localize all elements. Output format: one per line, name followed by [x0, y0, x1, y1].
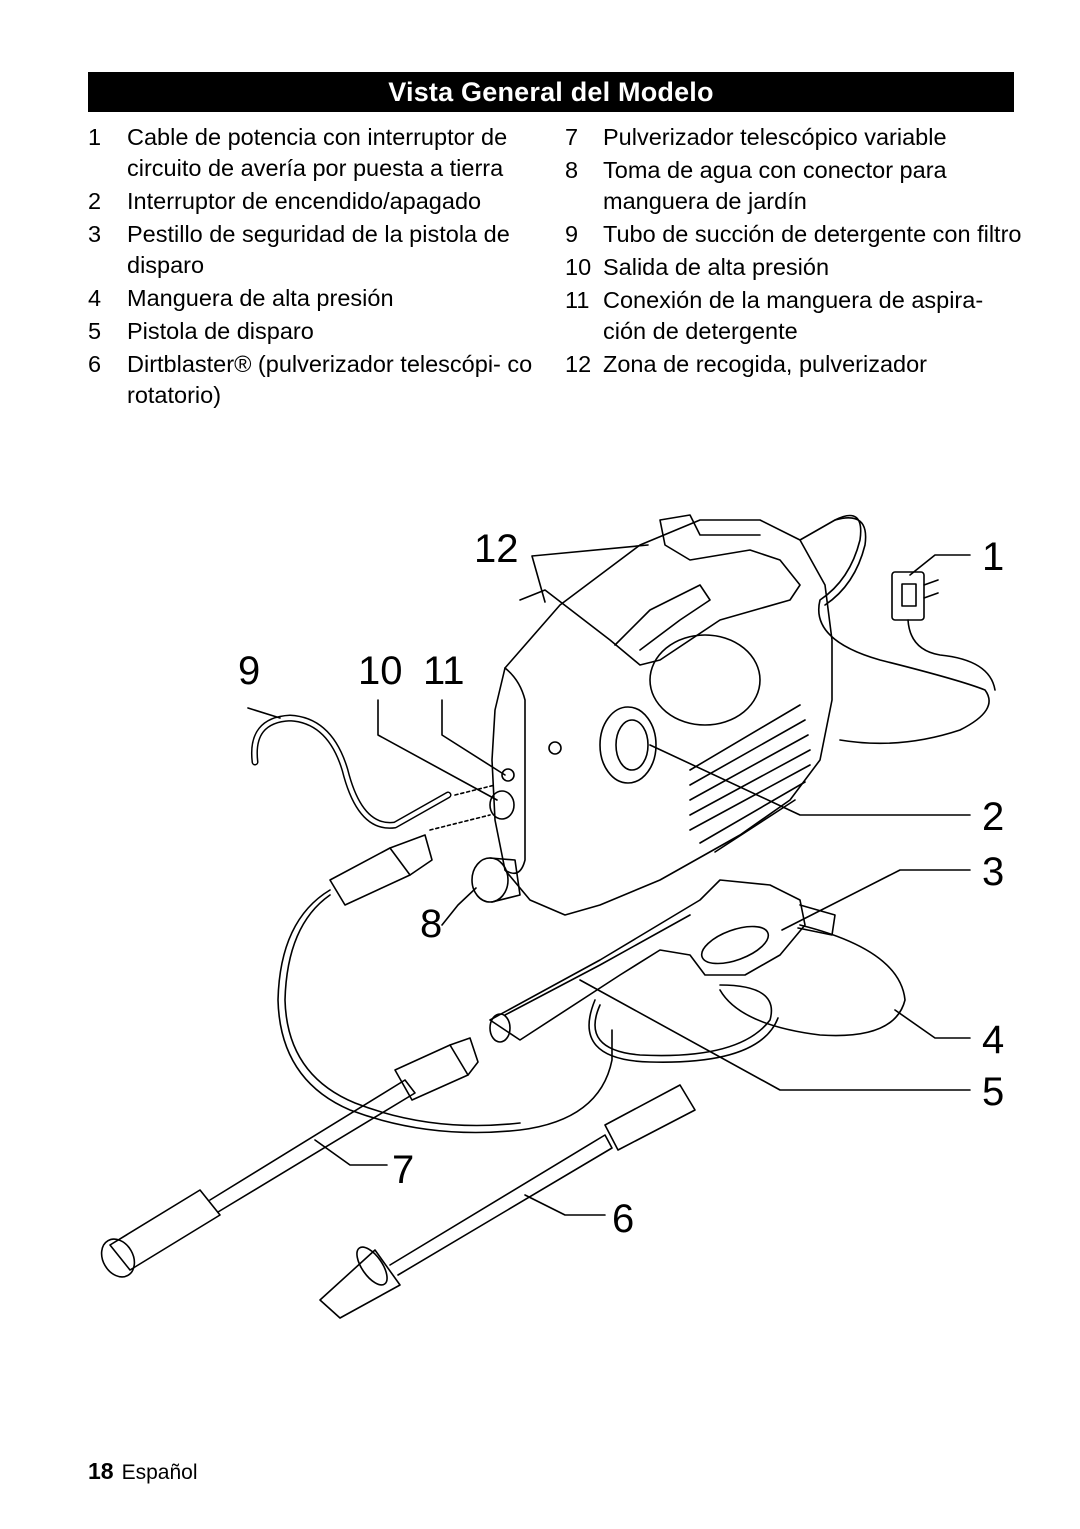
callout-6: 6: [612, 1197, 634, 1241]
leader-line-5: [579, 979, 971, 1091]
list-item: 8 Toma de agua con conector para manguera…: [563, 155, 1023, 217]
gfci-plug: [891, 571, 925, 621]
dirtblaster-nozzle: [319, 1249, 401, 1319]
power-switch: [599, 706, 657, 784]
handle-top: [519, 514, 801, 666]
leader-line-6: [524, 1194, 606, 1216]
item-number: 1: [88, 124, 102, 150]
page-footer: 18 Español: [88, 1458, 197, 1485]
list-item: 4 Manguera de alta presión: [86, 283, 546, 314]
callout-5: 5: [982, 1070, 1004, 1114]
washer-side: [504, 667, 526, 875]
variable-nozzle: [109, 1189, 221, 1271]
item-number: 8: [565, 157, 579, 183]
item-number: 3: [88, 221, 102, 247]
leader-line-4: [894, 1009, 971, 1039]
gun-fitting: [797, 904, 836, 936]
item-text: Zona de recogida, pulverizador: [603, 351, 927, 377]
callout-8: 8: [420, 902, 442, 946]
item-text: Dirtblaster® (pulverizador telescópi- co…: [127, 351, 533, 408]
item-text: Toma de agua con conector para manguera …: [603, 157, 947, 214]
handle-opening: [649, 634, 761, 726]
leader-line-8: [441, 887, 477, 926]
handle-grip: [614, 584, 711, 651]
page-title-text: Vista General del Modelo: [388, 76, 714, 107]
callout-9: 9: [238, 649, 260, 693]
item-text: Pistola de disparo: [127, 318, 314, 344]
leader-line-7: [314, 1139, 388, 1166]
high-pressure-outlet: [489, 790, 515, 820]
item-number: 12: [565, 351, 592, 377]
list-item: 12 Zona de recogida, pulverizador: [563, 349, 1023, 380]
pressure-washer-diagram: 12 1 9 10 11 2 3 8 4 5 7 6: [100, 514, 1004, 1319]
leader-line-10: [377, 699, 498, 801]
high-pressure-hose: [277, 889, 613, 1134]
callout-12: 12: [474, 527, 519, 571]
parts-list-left: 1 Cable de potencia con interruptor de ci…: [86, 122, 546, 413]
list-item: 11 Conexión de la manguera de aspira- ció…: [563, 285, 1023, 347]
item-text: Salida de alta presión: [603, 254, 830, 280]
item-text: Manguera de alta presión: [127, 285, 394, 311]
callout-3: 3: [982, 850, 1004, 894]
item-number: 10: [565, 254, 592, 280]
callout-7: 7: [392, 1148, 414, 1192]
item-text: Pulverizador telescópico variable: [603, 124, 947, 150]
list-item: 9 Tubo de succión de detergente con filtr…: [563, 219, 1023, 250]
leader-line-9: [247, 707, 281, 719]
leader-line-2: [649, 744, 971, 816]
vent-lines: [689, 704, 811, 853]
callout-1: 1: [982, 535, 1004, 579]
list-item: 3 Pestillo de seguridad de la pistola de …: [86, 219, 546, 281]
callout-2: 2: [982, 795, 1004, 839]
list-item: 5 Pistola de disparo: [86, 316, 546, 347]
power-cord: [799, 514, 990, 745]
item-number: 5: [88, 318, 102, 344]
footer-language: Español: [121, 1461, 198, 1484]
washer-body: [491, 519, 833, 916]
item-text: Tubo de succión de detergente con filtro: [603, 221, 1022, 247]
dashed-guide: [429, 784, 496, 831]
list-item: 6 Dirtblaster® (pulverizador telescópi- c…: [86, 349, 546, 411]
list-item: 2 Interruptor de encendido/apagado: [86, 186, 546, 217]
item-number: 4: [88, 285, 102, 311]
leader-line-3: [781, 869, 971, 931]
item-number: 11: [565, 287, 590, 313]
item-number: 2: [88, 188, 102, 214]
parts-list-right: 7 Pulverizador telescópico variable 8 Toma…: [563, 122, 1023, 382]
item-number: 9: [565, 221, 579, 247]
body-screw: [548, 741, 562, 755]
item-text: Interruptor de encendido/apagado: [127, 188, 482, 214]
item-text: Cable de potencia con interruptor de cir…: [127, 124, 508, 181]
page-title: Vista General del Modelo: [88, 72, 1014, 112]
callout-4: 4: [982, 1018, 1004, 1062]
callout-11: 11: [423, 649, 465, 693]
list-item: 7 Pulverizador telescópico variable: [563, 122, 1023, 153]
leader-line-1: [909, 554, 971, 576]
callout-10: 10: [358, 649, 403, 693]
item-number: 6: [88, 351, 102, 377]
page-number: 18: [88, 1458, 114, 1484]
list-item: 10 Salida de alta presión: [563, 252, 1023, 283]
item-text: Pestillo de seguridad de la pistola de d…: [127, 221, 510, 278]
hose-coil: [594, 984, 773, 1057]
water-inlet: [471, 857, 509, 903]
power-switch-inner: [615, 719, 649, 771]
item-number: 7: [565, 124, 579, 150]
trigger-gun: [489, 879, 806, 1041]
item-text: Conexión de la manguera de aspira- ción …: [603, 287, 984, 344]
detergent-connector: [501, 768, 515, 782]
list-item: 1 Cable de potencia con interruptor de ci…: [86, 122, 546, 184]
leader-line-12: [531, 544, 649, 603]
dirtblaster-wand: [389, 1134, 613, 1276]
hose-connector: [329, 847, 411, 906]
leader-line-11: [441, 699, 506, 776]
variable-wand: [209, 1079, 416, 1213]
